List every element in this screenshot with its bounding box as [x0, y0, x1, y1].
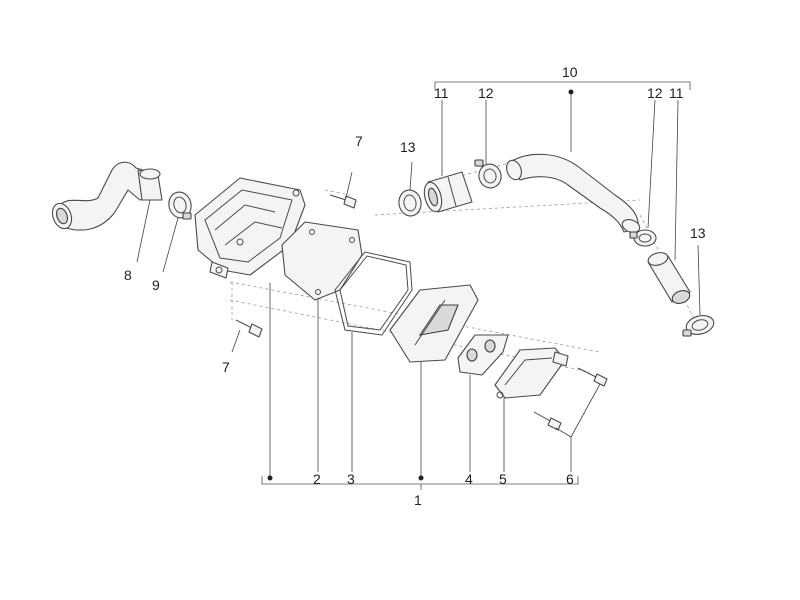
bullet-left: [267, 475, 273, 481]
callout-8: 8: [124, 267, 132, 283]
clamp-part-9: [168, 191, 192, 220]
reed-valve-part-5: [494, 347, 569, 399]
clamp-part-12-left: [474, 159, 502, 189]
screw-part-6-upper: [577, 367, 608, 387]
callout-3: 3: [347, 471, 355, 487]
callout-10: 10: [562, 64, 578, 80]
callout-11-right: 11: [669, 85, 684, 101]
clamp-part-13-left: [398, 189, 422, 217]
callout-7-lower: 7: [222, 359, 230, 375]
callout-5: 5: [499, 471, 507, 487]
callout-9: 9: [152, 277, 160, 293]
callout-7-upper: 7: [355, 133, 363, 149]
clamp-part-12-right: [629, 229, 657, 247]
reed-valve-housing: [194, 177, 306, 279]
callout-4: 4: [465, 471, 473, 487]
cover-plate-part-2: [281, 221, 363, 301]
clamp-part-13-right: [682, 315, 715, 337]
bracket-part-10: [434, 81, 691, 95]
callout-labels: 1 2 3 4 5 6 7 7 8 9 10 11 11 12 12 13 13: [124, 64, 706, 508]
callout-12-right: 12: [647, 85, 663, 101]
callout-13-right: 13: [690, 225, 706, 241]
sleeve-part-11-right: [647, 252, 691, 304]
leader-lines: [136, 92, 701, 478]
spacer-block: [389, 284, 479, 363]
bracket-part-1: [261, 475, 579, 490]
breather-tube-part-10: [506, 153, 641, 233]
callout-11-left: 11: [434, 85, 449, 101]
gasket-part-3: [334, 251, 413, 336]
bullet-top: [568, 89, 574, 95]
bolt-part-7-lower: [235, 319, 263, 338]
callout-6: 6: [566, 471, 574, 487]
screw-part-6-lower: [533, 411, 562, 431]
sleeve-part-11-left: [423, 171, 473, 213]
callout-12-left: 12: [478, 85, 494, 101]
intake-hose-part-8: [51, 161, 163, 231]
bolt-part-7-upper: [329, 194, 357, 209]
callout-2: 2: [313, 471, 321, 487]
callout-1: 1: [414, 492, 422, 508]
callout-13-left: 13: [400, 139, 416, 155]
bullet-mid: [418, 475, 424, 481]
reed-plate-part-4: [457, 334, 509, 376]
